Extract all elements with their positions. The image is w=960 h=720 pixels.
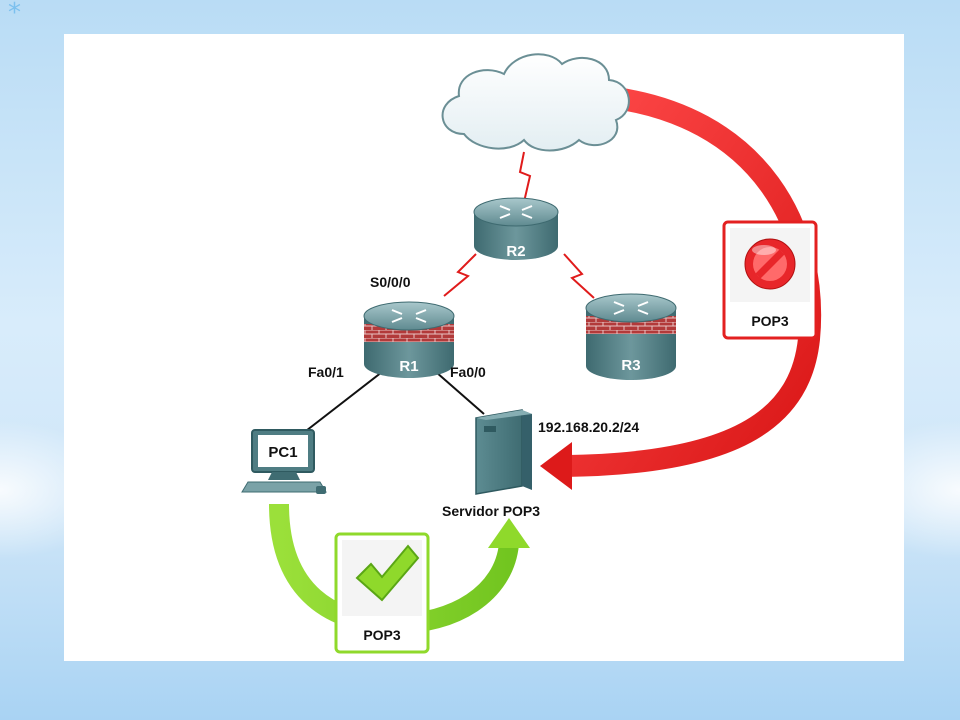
pc1-label: PC1	[268, 444, 297, 461]
diagram-slide: R2 R1 R3 PC1	[64, 34, 904, 661]
corner-star-icon: *	[8, 0, 21, 28]
router-r1-firewall-icon	[363, 301, 455, 378]
pc1-computer-icon	[241, 429, 327, 494]
pop3-server-icon	[475, 409, 532, 495]
server-ip-label: 192.168.20.2/24	[538, 419, 639, 435]
internet-cloud-icon	[441, 53, 630, 152]
checkmark-icon	[355, 544, 420, 602]
interface-s000-label: S0/0/0	[370, 274, 411, 290]
ethernet-link-r1-pc1	[301, 371, 383, 435]
allowed-arrow-head	[488, 518, 530, 548]
router-r2-icon	[473, 197, 559, 260]
server-name-label: Servidor POP3	[442, 503, 540, 519]
router-r1-label: R1	[399, 358, 418, 375]
interface-fa00-label: Fa0/0	[450, 364, 486, 380]
serial-link-r2-r1	[443, 253, 477, 297]
blocked-arrow-head	[540, 442, 572, 490]
interface-fa01-label: Fa0/1	[308, 364, 344, 380]
allowed-pop3-box	[334, 532, 430, 654]
serial-link-cloud-r2	[518, 151, 532, 203]
router-r3-label: R3	[621, 357, 640, 374]
network-diagram: R2 R1 R3 PC1	[241, 53, 822, 654]
router-r2-label: R2	[506, 243, 525, 260]
router-r3-firewall-icon	[585, 293, 677, 380]
prohibited-icon	[744, 238, 796, 290]
serial-link-r2-r3	[563, 253, 595, 299]
ethernet-link-r1-server	[435, 371, 485, 415]
blocked-pop3-box	[722, 220, 818, 340]
allowed-pop3-label: POP3	[363, 627, 401, 643]
blocked-pop3-label: POP3	[751, 313, 789, 329]
